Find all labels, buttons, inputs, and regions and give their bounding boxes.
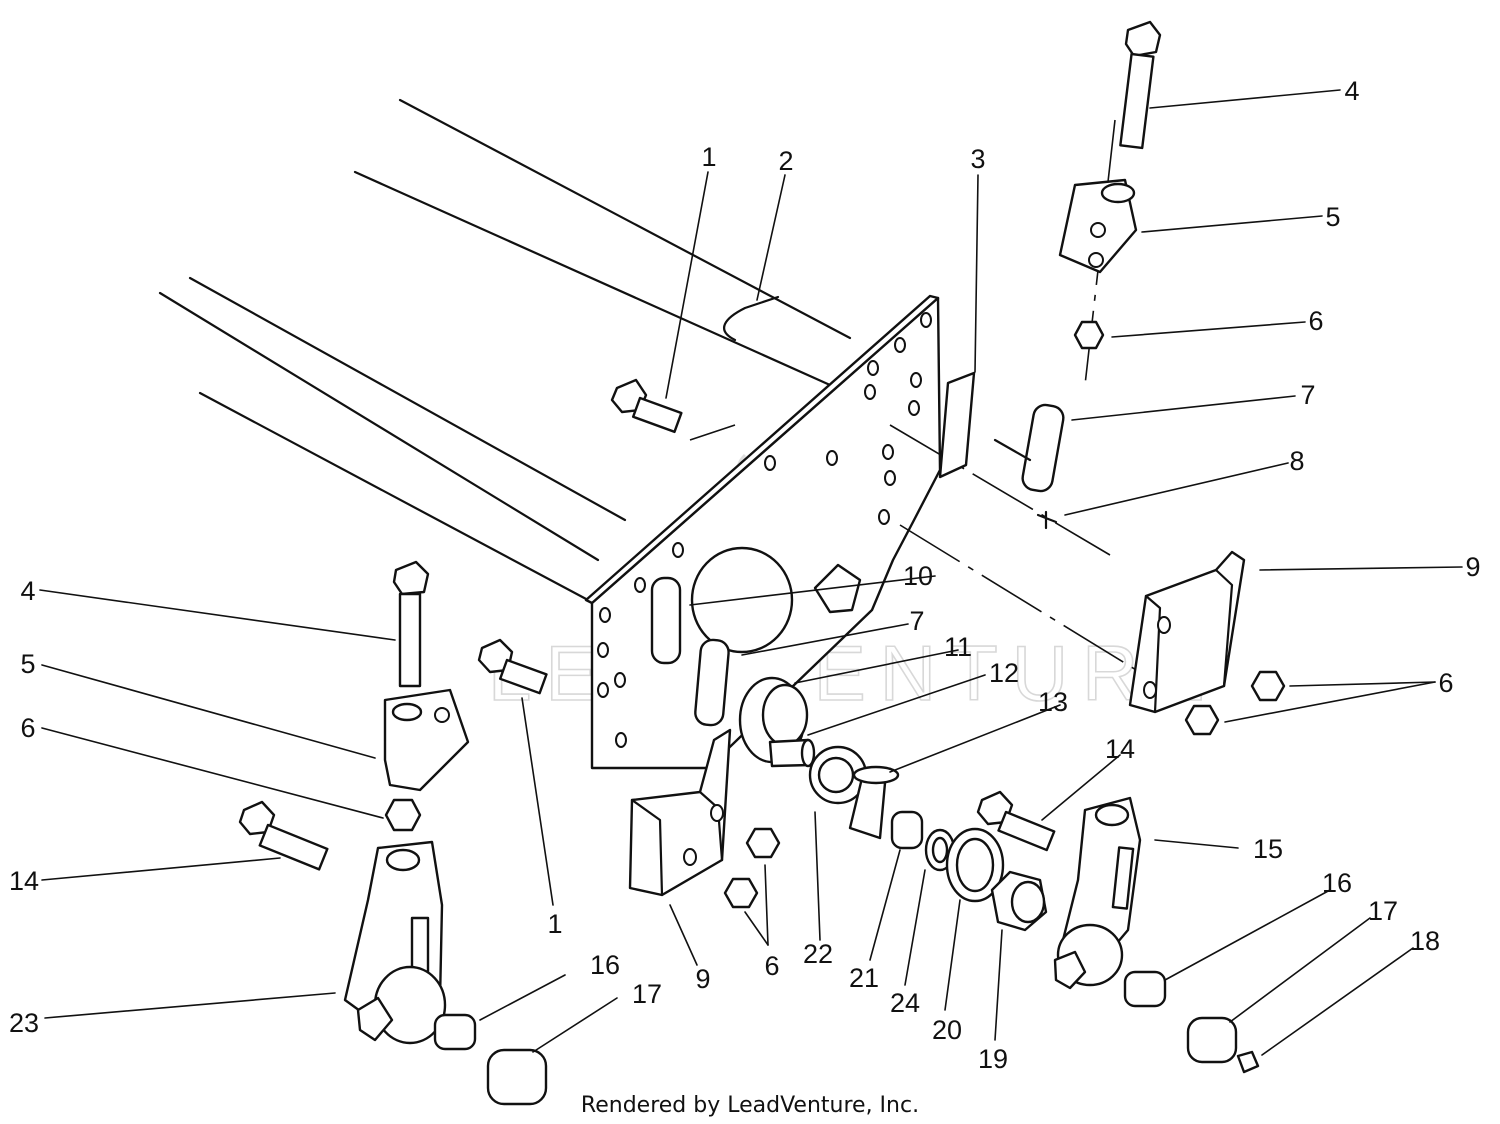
callout-1: 1	[701, 142, 716, 172]
callout-10: 10	[903, 561, 933, 591]
callout-7: 7	[1300, 380, 1315, 410]
footer-credit: Rendered by LeadVenture, Inc.	[581, 1093, 919, 1118]
callout-8: 8	[1289, 446, 1304, 476]
clevis-part-upper-right	[1058, 178, 1138, 274]
callout-20: 20	[932, 1015, 962, 1045]
bolt-part	[610, 378, 683, 434]
callout-17: 17	[1368, 896, 1398, 926]
nut-part-19	[990, 870, 1048, 932]
callout-3: 3	[970, 144, 985, 174]
callout-23: 23	[9, 1008, 39, 1038]
nut-part	[1184, 704, 1220, 736]
plate-strip-part	[938, 371, 976, 479]
bushing-part-16-right	[1123, 970, 1167, 1008]
callout-13: 13	[1038, 687, 1068, 717]
bolt-part-14-right	[976, 790, 1056, 852]
bolt-part	[477, 638, 548, 695]
callout-11: 11	[944, 632, 972, 662]
bolt-part-left	[392, 560, 430, 688]
callout-14: 14	[9, 866, 39, 896]
arm-part-15	[1053, 796, 1142, 990]
nut-part	[1250, 670, 1286, 702]
callout-16: 16	[590, 950, 620, 980]
arm-part-23	[343, 840, 447, 1045]
nut-part	[384, 798, 422, 832]
nut-part	[745, 827, 781, 859]
clevis-part-left	[383, 688, 470, 792]
callout-12: 12	[989, 658, 1019, 688]
callout-5: 5	[1325, 202, 1340, 232]
callout-1: 1	[547, 909, 562, 939]
callout-24: 24	[890, 988, 920, 1018]
callout-15: 15	[1253, 834, 1283, 864]
hub-part	[738, 676, 816, 768]
sleeve-part-17-right	[1186, 1016, 1238, 1064]
bolt-part-14-left	[238, 800, 329, 871]
callout-17: 17	[632, 979, 662, 1009]
callout-18: 18	[1410, 926, 1440, 956]
cup-part-13	[848, 765, 900, 840]
nut-part	[1073, 320, 1105, 350]
callout-16: 16	[1322, 868, 1352, 898]
grease-fitting-part-18	[1236, 1050, 1260, 1074]
sleeve-part-17-left	[486, 1048, 548, 1106]
callout-21: 21	[849, 963, 879, 993]
callout-6: 6	[20, 713, 35, 743]
bolt-part-upper-right	[1119, 20, 1162, 150]
clip-part	[813, 563, 862, 614]
callout-6: 6	[764, 951, 779, 981]
cotter-pin-part	[723, 295, 780, 342]
callout-6: 6	[1438, 668, 1453, 698]
bracket-part-left	[628, 728, 732, 897]
callout-7: 7	[909, 606, 924, 636]
callout-4: 4	[1344, 76, 1359, 106]
callout-labels: 1 2 3 4 5 6 7 8 9 6 10 7 11 12 13 14 15 …	[9, 76, 1481, 1074]
bushing-part-16-left	[433, 1013, 477, 1051]
callout-19: 19	[978, 1044, 1008, 1074]
callout-6: 6	[1308, 306, 1323, 336]
callout-4: 4	[20, 576, 35, 606]
bracket-part-right	[1128, 550, 1246, 714]
frame-rails	[158, 98, 852, 602]
callout-22: 22	[803, 939, 833, 969]
leader-lines	[39, 89, 1463, 1056]
callout-9: 9	[695, 964, 710, 994]
small-pin-part	[1036, 510, 1058, 530]
seal-part-20	[945, 827, 1005, 903]
link-plate-part	[650, 576, 730, 727]
callout-2: 2	[778, 146, 793, 176]
callout-9: 9	[1465, 552, 1480, 582]
callout-14: 14	[1105, 734, 1135, 764]
nut-part	[723, 877, 759, 909]
bushing-part-21	[890, 810, 924, 850]
callout-5: 5	[20, 649, 35, 679]
link-plate-part	[993, 403, 1065, 493]
